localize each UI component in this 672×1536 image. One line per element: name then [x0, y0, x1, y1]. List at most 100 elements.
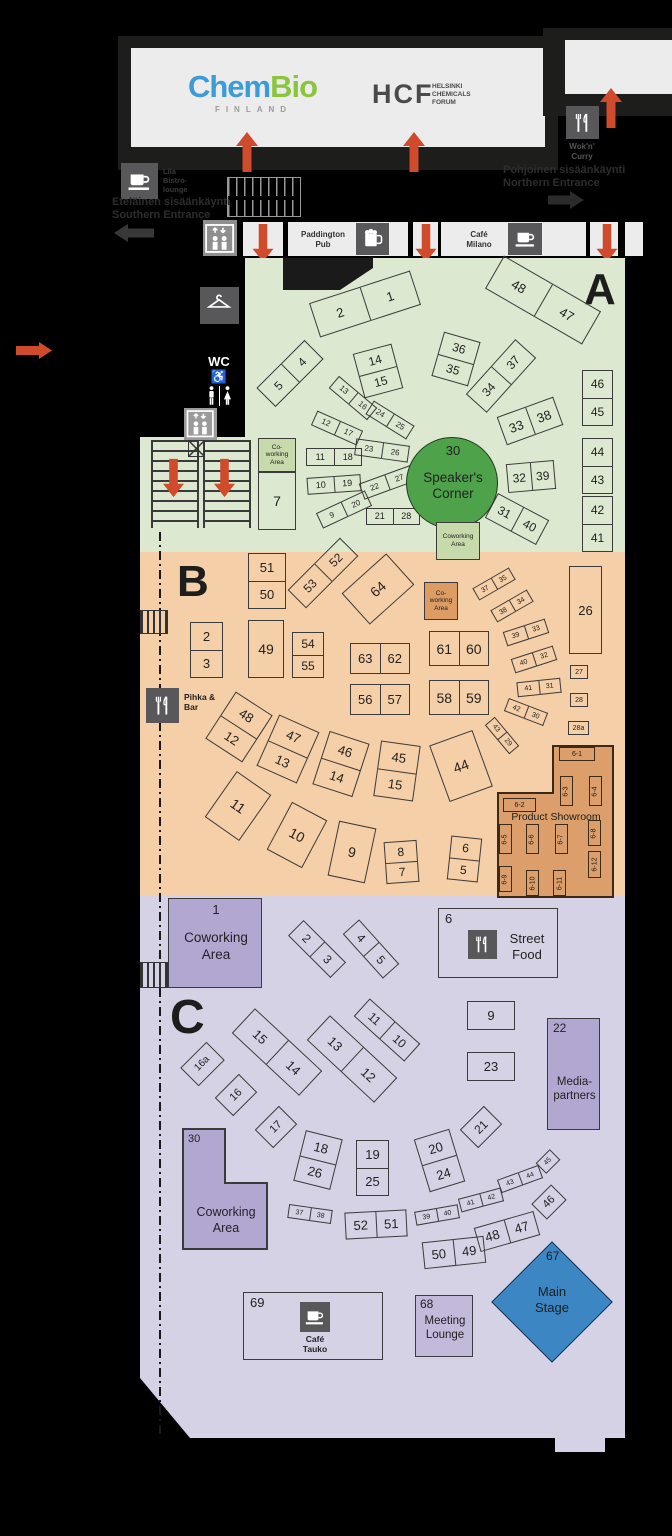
booth-a-21[interactable]: 21 [366, 508, 394, 525]
booth-ps-6-8[interactable]: 6-8 [588, 820, 601, 846]
booth-b-2[interactable]: 2 [190, 622, 223, 651]
coworking-area-c1[interactable]: 1 Coworking Area [168, 898, 262, 988]
booth-b-62[interactable]: 62 [380, 643, 410, 674]
fork-knife-icon [155, 696, 167, 715]
booth-b-51[interactable]: 51 [248, 553, 286, 582]
lila-line-3: lounge [163, 185, 188, 194]
coworking-c1-line-1: Coworking [184, 930, 248, 945]
booth-group-c-9: 9 [467, 1001, 515, 1030]
coworking-b-line-2: working [429, 597, 453, 605]
booth-a-45[interactable]: 45 [582, 398, 613, 426]
corridor-door-east [625, 222, 643, 256]
booth-ps-label: 6-5 [502, 833, 509, 845]
coworking-c1-label: Coworking Area [169, 929, 263, 963]
booth-c-19[interactable]: 19 [356, 1140, 389, 1169]
lila-line-2: Bistro- [163, 176, 188, 185]
paddington-line-1: Paddington [301, 230, 345, 239]
booth-b-59[interactable]: 59 [459, 680, 489, 715]
booth-a-46[interactable]: 46 [582, 370, 613, 399]
booth-ps-6-2[interactable]: 6-2 [503, 798, 536, 812]
booth-b-28[interactable]: 28 [570, 693, 588, 707]
coworking-area-b[interactable]: Co- working Area [424, 582, 458, 620]
cafe-icon-milano [508, 223, 542, 255]
media-partners-num: 22 [553, 1021, 567, 1035]
booth-c-25[interactable]: 25 [356, 1168, 389, 1196]
booth-ps-6-10[interactable]: 6-10 [526, 870, 539, 896]
booth-b-3[interactable]: 3 [190, 650, 223, 678]
coworking-c30-label: Coworking Area [184, 1204, 268, 1236]
booth-c-9[interactable]: 9 [467, 1001, 515, 1030]
booth-c-23[interactable]: 23 [467, 1052, 515, 1081]
booth-ps-6-11[interactable]: 6-11 [553, 870, 566, 896]
booth-ps-6-7[interactable]: 6-7 [555, 824, 568, 854]
cafe-tauko-num: 69 [250, 1295, 265, 1310]
booth-b-50[interactable]: 50 [248, 581, 286, 609]
street-food-icon [468, 930, 497, 959]
booth-b-61[interactable]: 61 [429, 631, 460, 666]
booth-ps-6-4[interactable]: 6-4 [589, 776, 602, 806]
chembio-logo-bio: Bio [270, 69, 318, 104]
booth-a-7[interactable]: 7 [258, 472, 296, 530]
coworking-area-a-label-box[interactable]: Co- working Area [258, 438, 296, 472]
media-partners-area[interactable]: 22 Media- partners [547, 1018, 600, 1130]
wheelchair-icon: ♿ [210, 369, 228, 384]
booth-group-b-28a: 28a [568, 721, 589, 735]
coworking-c1-line-2: Area [201, 947, 231, 962]
lila-bistro-label: Lila Bistro- lounge [163, 167, 188, 194]
hall-arrow-down-2 [415, 224, 437, 262]
booth-a-41[interactable]: 41 [582, 524, 613, 552]
cafe-tauko-label: Café Tauko [275, 1334, 355, 1354]
booth-ps-6-1[interactable]: 6-1 [559, 747, 595, 761]
booth-b-28a[interactable]: 28a [568, 721, 589, 735]
southern-entrance-label: Eteläinen sisäänkäynti Southern Entrance [112, 196, 230, 222]
booth-b-57[interactable]: 57 [380, 684, 410, 715]
booth-ps-6-12[interactable]: 6-12 [588, 851, 601, 878]
booth-b-55[interactable]: 55 [292, 655, 324, 678]
cafe-tauko-area[interactable]: 69 Café Tauko [243, 1292, 383, 1360]
booth-a-43[interactable]: 43 [582, 466, 613, 494]
booth-b-58[interactable]: 58 [429, 680, 460, 715]
booth-a-42[interactable]: 42 [582, 496, 613, 525]
booth-b-63[interactable]: 63 [350, 643, 381, 674]
booth-ps-6-9[interactable]: 6-9 [499, 866, 512, 892]
booth-b-56[interactable]: 56 [350, 684, 381, 715]
booth-ps-6-3[interactable]: 6-3 [560, 776, 573, 806]
booth-group-c-23: 23 [467, 1052, 515, 1081]
pihka-line-2: Bar [184, 702, 199, 712]
coworking-c30-num: 30 [188, 1133, 201, 1145]
booth-ps-label: 6-4 [592, 785, 599, 797]
booth-ps-6-6[interactable]: 6-6 [526, 824, 539, 854]
booth-ps-label: 6-3 [563, 785, 570, 797]
booth-a-44[interactable]: 44 [582, 438, 613, 467]
northern-entrance-fi: Pohjoinen sisäänkäynti [503, 164, 626, 176]
speakers-corner[interactable]: 30 Speaker's Corner [406, 437, 498, 529]
street-food-num: 6 [445, 911, 453, 926]
beer-icon-paddington [356, 223, 389, 255]
booth-b-26[interactable]: 26 [569, 566, 602, 654]
booth-b-27[interactable]: 27 [570, 665, 588, 679]
stairs-crossing-box [188, 440, 205, 457]
product-showroom-area[interactable] [497, 745, 615, 898]
coworking-c1-num: 1 [212, 902, 220, 917]
paddington-line-2: Pub [315, 240, 331, 249]
coworking-a-line-2: working [265, 451, 289, 459]
stairs-icon-west-c [140, 962, 168, 988]
booth-a-11[interactable]: 11 [306, 448, 335, 466]
street-food-area[interactable]: 6 Street Food [438, 908, 558, 978]
coffee-cup-icon [306, 1311, 324, 1325]
meeting-lounge-area[interactable]: 68 Meeting Lounge [415, 1295, 473, 1357]
booth-b-54[interactable]: 54 [292, 632, 324, 656]
entry-arrow-up-3 [600, 88, 622, 128]
coworking-area-c30[interactable] [182, 1128, 268, 1250]
cafe-milano-line-1: Café [470, 230, 488, 239]
booth-a-18[interactable]: 18 [334, 448, 362, 466]
coworking-area-small[interactable]: Coworking Area [436, 522, 480, 560]
booth-b-60[interactable]: 60 [459, 631, 489, 666]
booth-ps-6-5[interactable]: 6-5 [499, 824, 512, 854]
booth-b-49[interactable]: 49 [248, 620, 284, 678]
